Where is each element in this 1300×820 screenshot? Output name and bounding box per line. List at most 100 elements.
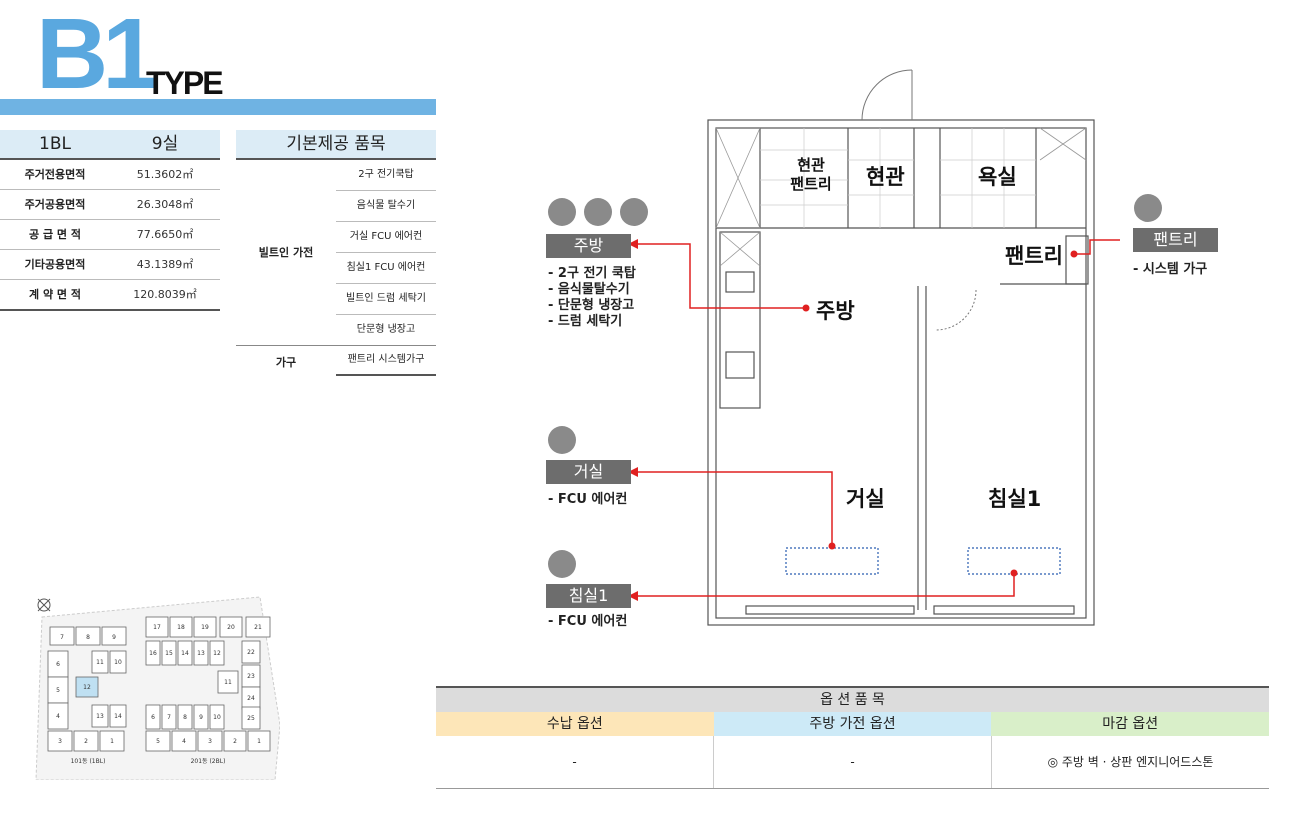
area-value: 77.6650㎡ xyxy=(136,228,194,241)
unit-number: 8 xyxy=(183,714,187,721)
living-bullets: - FCU 에어컨 xyxy=(548,492,627,508)
basic-item: 거실 FCU 에어컨 xyxy=(336,222,436,253)
unit-number: 2 xyxy=(233,738,237,745)
pantry-tag: 팬트리 xyxy=(1133,228,1218,252)
building-label: 101동 (1BL) xyxy=(71,758,106,765)
unit-number: 21 xyxy=(254,624,262,631)
category-divider xyxy=(236,345,436,346)
header-bar xyxy=(0,99,436,115)
label-entrance: 현관 xyxy=(866,165,905,189)
unit-number: 1 xyxy=(257,738,261,745)
unit-number: 10 xyxy=(114,659,122,666)
building-label: 201동 (2BL) xyxy=(191,758,226,765)
unit-number: 6 xyxy=(56,661,60,668)
bullet-item: - 2구 전기 쿡탑 xyxy=(548,266,636,281)
basic-items-table: 기본제공 품목 빌트인 가전 2구 전기쿡탑 음식물 탈수기 거실 FCU 에어… xyxy=(236,130,436,376)
option-value-storage: - xyxy=(436,736,714,788)
basic-item: 음식물 탈수기 xyxy=(336,191,436,222)
unit-number: 6 xyxy=(151,714,155,721)
options-values: - - ◎ 주방 벽 · 상판 엔지니어드스톤 xyxy=(436,736,1269,789)
unit-number: 4 xyxy=(182,738,186,745)
aircon-icon xyxy=(548,426,576,454)
unit-number: 25 xyxy=(247,715,255,722)
cooktop-icon xyxy=(725,271,755,293)
unit-number: 3 xyxy=(208,738,212,745)
area-row: 기타공용면적 43.1389㎡ xyxy=(0,250,220,280)
unit-number: 9 xyxy=(112,634,116,641)
type-word: TYPE xyxy=(146,65,224,101)
basic-item: 2구 전기쿡탑 xyxy=(336,160,436,191)
floor-plan xyxy=(628,69,1120,626)
sink-icon xyxy=(725,351,755,379)
label-pantry: 팬트리 xyxy=(1005,244,1063,268)
unit-number: 24 xyxy=(247,695,255,702)
unit-number: 12 xyxy=(83,684,91,691)
inner-wall xyxy=(715,127,1087,619)
basic-item: 빌트인 드럼 세탁기 xyxy=(336,284,436,315)
area-header-block: 1BL xyxy=(39,134,71,154)
bullet-item: - 시스템 가구 xyxy=(1133,262,1208,277)
option-col-finish: 마감 옵션 xyxy=(991,712,1270,736)
unit-number: 11 xyxy=(96,659,104,666)
washer-icon xyxy=(584,198,612,226)
option-value-kitchen: - xyxy=(714,736,992,788)
unit-number: 14 xyxy=(181,650,189,657)
unit-number: 18 xyxy=(177,624,185,631)
bullet-item: - 드럼 세탁기 xyxy=(548,314,623,329)
bullet-item: - 음식물탈수기 xyxy=(548,282,630,297)
kitchen-tag: 주방 xyxy=(546,234,631,258)
bedroom-bullets: - FCU 에어컨 xyxy=(548,614,627,630)
area-row: 주거전용면적 51.3602㎡ xyxy=(0,160,220,190)
label-entrance-pantry-line1: 현관 xyxy=(797,156,825,174)
aircon-living-icon xyxy=(785,547,879,575)
unit-number: 23 xyxy=(247,673,255,680)
unit-number: 9 xyxy=(199,714,203,721)
area-label: 계 약 면 적 xyxy=(29,288,81,301)
unit-number: 13 xyxy=(96,713,104,720)
area-value: 26.3048㎡ xyxy=(136,198,194,211)
unit-number: 14 xyxy=(114,713,122,720)
site-map: 7 8 9 6 11 10 5 12 4 13 14 3 2 1 17 18 1… xyxy=(35,596,280,780)
option-col-storage: 수납 옵션 xyxy=(436,712,714,736)
area-table: 1BL 9실 주거전용면적 51.3602㎡ 주거공용면적 26.3048㎡ 공… xyxy=(0,130,220,311)
unit-number: 1 xyxy=(110,738,114,745)
options-title: 옵 션 품 목 xyxy=(436,686,1269,712)
unit-number: 8 xyxy=(86,634,90,641)
kitchen-bullets: - 2구 전기 쿡탑 - 음식물탈수기 - 단문형 냉장고 - 드럼 세탁기 xyxy=(548,266,636,330)
type-code: B1 xyxy=(36,0,158,110)
area-value: 51.3602㎡ xyxy=(136,168,194,181)
area-table-header: 1BL 9실 xyxy=(0,130,220,160)
wardrobe-icon xyxy=(1134,194,1162,222)
label-bathroom: 욕실 xyxy=(978,165,1017,189)
unit-number: 20 xyxy=(227,624,235,631)
bedroom-arrow xyxy=(634,573,1015,597)
fridge-icon xyxy=(548,198,576,226)
compass-icon xyxy=(37,598,51,612)
basic-category: 빌트인 가전 xyxy=(258,246,314,259)
unit-number: 12 xyxy=(213,650,221,657)
label-living: 거실 xyxy=(846,487,885,511)
label-kitchen: 주방 xyxy=(816,299,855,323)
options-table: 옵 션 품 목 수납 옵션 주방 가전 옵션 마감 옵션 - - ◎ 주방 벽 … xyxy=(436,686,1270,789)
bullet-item: - 단문형 냉장고 xyxy=(548,298,635,313)
options-columns: 수납 옵션 주방 가전 옵션 마감 옵션 xyxy=(436,712,1270,736)
bullet-item: - FCU 에어컨 xyxy=(548,614,628,629)
unit-number: 7 xyxy=(167,714,171,721)
unit-number: 2 xyxy=(84,738,88,745)
basic-items-body: 빌트인 가전 2구 전기쿡탑 음식물 탈수기 거실 FCU 에어컨 침실1 FC… xyxy=(236,160,436,376)
living-tag: 거실 xyxy=(546,460,631,484)
label-bedroom: 침실1 xyxy=(988,487,1042,511)
basic-items-title: 기본제공 품목 xyxy=(236,130,436,160)
living-arrow xyxy=(634,471,833,546)
area-row: 계 약 면 적 120.8039㎡ xyxy=(0,280,220,311)
unit-number: 19 xyxy=(201,624,209,631)
label-entrance-pantry-line2: 팬트리 xyxy=(790,175,832,193)
unit-number: 3 xyxy=(58,738,62,745)
option-value-finish: ◎ 주방 벽 · 상판 엔지니어드스톤 xyxy=(1047,755,1214,769)
unit-number: 16 xyxy=(149,650,157,657)
bedroom-tag: 침실1 xyxy=(546,584,631,608)
unit-number: 10 xyxy=(213,714,221,721)
area-label: 주거전용면적 xyxy=(24,168,86,181)
area-row: 주거공용면적 26.3048㎡ xyxy=(0,190,220,220)
unit-number: 4 xyxy=(56,713,60,720)
